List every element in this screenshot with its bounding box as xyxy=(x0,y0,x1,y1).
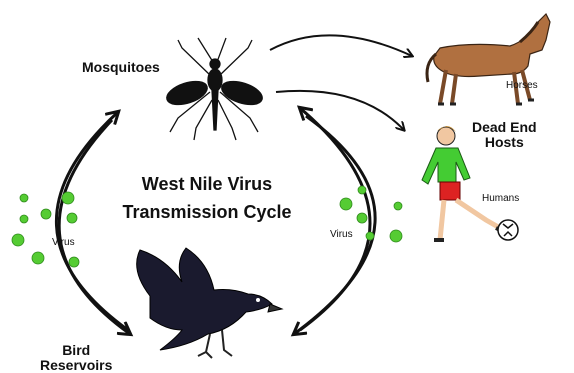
title-line-2: Transmission Cycle xyxy=(92,198,322,226)
mosquito-icon xyxy=(164,38,265,140)
node-label-dead-end-hosts: Dead End Hosts xyxy=(472,120,537,150)
node-label-humans: Humans xyxy=(482,193,519,204)
virus-particles-left xyxy=(12,192,79,267)
edge-label-virus-right: Virus xyxy=(330,229,353,240)
arrow-mosquito-to-horses xyxy=(270,35,412,56)
diagram-title: West Nile Virus Transmission Cycle xyxy=(92,170,322,226)
title-line-1: West Nile Virus xyxy=(92,170,322,198)
node-label-bird-reservoirs: Bird Reservoirs xyxy=(40,343,112,373)
arrow-mosquito-to-bird-left xyxy=(59,120,130,334)
crow-icon xyxy=(137,248,282,358)
arrow-mosquito-to-humans xyxy=(276,91,404,130)
node-label-horses: Horses xyxy=(506,80,538,91)
edge-label-virus-left: Virus xyxy=(52,237,75,248)
node-label-mosquitoes: Mosquitoes xyxy=(82,60,160,75)
